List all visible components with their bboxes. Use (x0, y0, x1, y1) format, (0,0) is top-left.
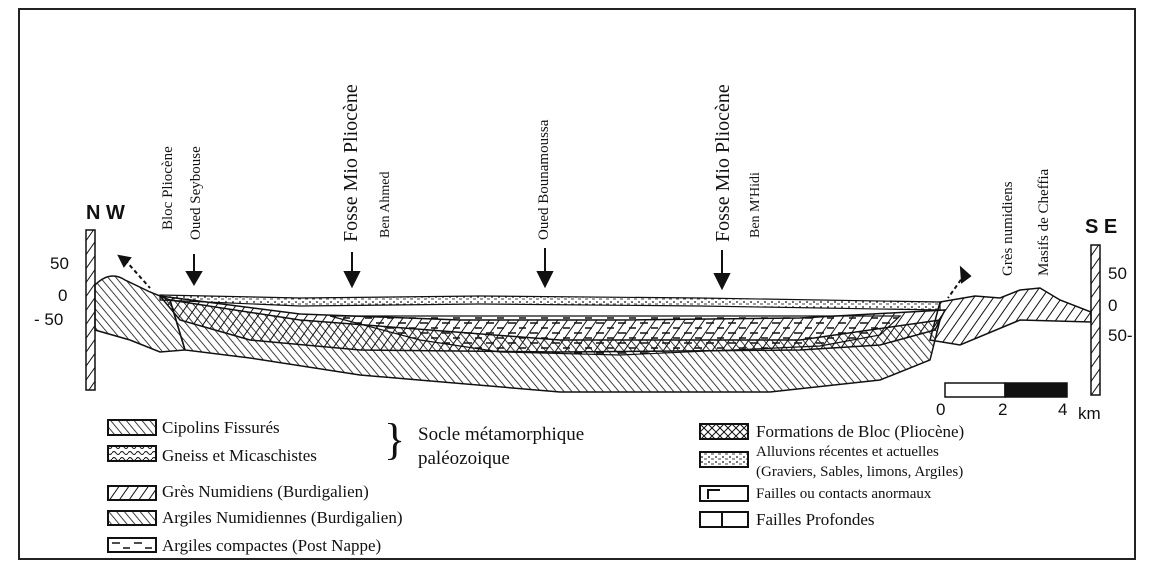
label-fosse-ben-ahmed: Fosse Mio Pliocène (340, 84, 363, 242)
legend-gneiss: Gneiss et Micaschistes (162, 446, 317, 466)
label-massifs-cheffia: Masifs de Cheffia (1036, 169, 1053, 276)
legend-argiles-compactes: Argiles compactes (Post Nappe) (162, 536, 381, 556)
legend-alluvions: Alluvions récentes et actuelles (756, 444, 939, 461)
right-tick-minus50: 50- (1108, 326, 1133, 346)
orientation-nw: N W (86, 202, 125, 225)
right-tick-50: 50 (1108, 264, 1127, 284)
label-oued-bounamoussa: Oued Bounamoussa (536, 120, 553, 240)
left-tick-minus50: - 50 (34, 310, 63, 330)
label-ben-mhidi: Ben M'Hidi (748, 172, 764, 238)
scale-unit: km (1078, 404, 1101, 424)
scale-tick-4: 4 (1058, 400, 1067, 420)
legend-alluvions-detail: (Graviers, Sables, limons, Argiles) (756, 464, 963, 481)
swatch-gneiss (108, 446, 156, 461)
scale-tick-0: 0 (936, 400, 945, 420)
alluvions-layer (160, 295, 940, 310)
legend-brace: } (384, 418, 405, 462)
swatch-argiles-compactes (108, 538, 156, 552)
label-oued-seybouse: Oued Seybouse (188, 146, 205, 240)
swatch-cipolins (108, 420, 156, 435)
left-elevation-bar (86, 230, 95, 390)
swatch-bloc (700, 424, 748, 439)
swatch-argiles-numidiennes (108, 511, 156, 525)
legend-group-line2: paléozoique (418, 448, 510, 470)
right-tick-0: 0 (1108, 296, 1117, 316)
swatch-gres (108, 486, 156, 500)
left-tick-0: 0 (58, 286, 67, 306)
scale-bar-white (945, 383, 1005, 397)
legend-group-line1: Socle métamorphique (418, 424, 584, 446)
right-gres-outcrop (930, 288, 1091, 345)
left-basement-outcrop (95, 276, 185, 352)
legend-argiles-numidiennes: Argiles Numidiennes (Burdigalien) (162, 508, 402, 528)
legend-formations-bloc: Formations de Bloc (Pliocène) (756, 422, 964, 442)
label-bloc-pliocene: Bloc Pliocène (160, 146, 177, 230)
legend-cipolins: Cipolins Fissurés (162, 418, 280, 438)
label-ben-ahmed: Ben Ahmed (378, 172, 394, 239)
scale-bar-black (1005, 383, 1067, 397)
legend-failles-profondes: Failles Profondes (756, 510, 875, 530)
swatch-alluvions (700, 452, 748, 467)
label-gres-numidiens: Grès numidiens (1000, 181, 1017, 276)
left-tick-50: 50 (50, 254, 69, 274)
location-arrows (119, 248, 970, 298)
right-elevation-bar (1091, 245, 1100, 395)
scale-tick-2: 2 (998, 400, 1007, 420)
swatch-failles-profondes (700, 512, 748, 527)
legend-failles-contacts: Failles ou contacts anormaux (756, 486, 931, 503)
label-fosse-ben-mhidi: Fosse Mio Pliocène (712, 84, 735, 242)
orientation-se: S E (1085, 216, 1117, 239)
legend-gres-numidiens: Grès Numidiens (Burdigalien) (162, 482, 369, 502)
